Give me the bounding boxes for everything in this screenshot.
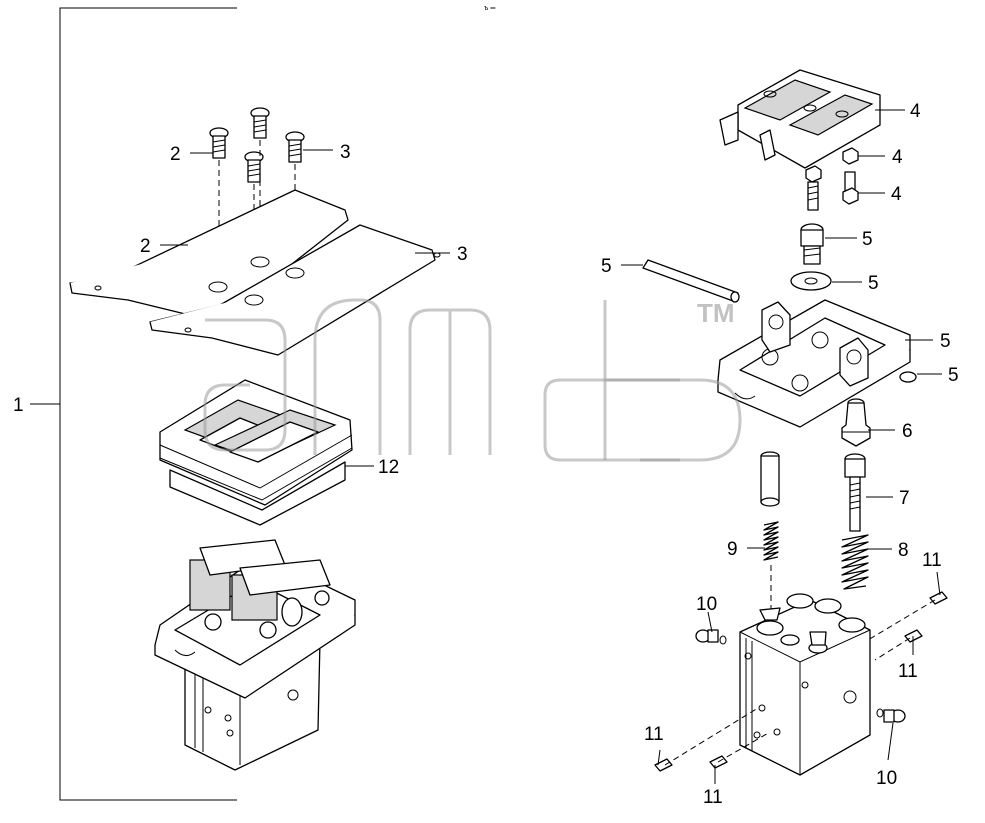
label-11-bottom: 11 — [703, 787, 723, 808]
top-mark: ъ ═ — [484, 5, 495, 12]
label-5-setscrew: 5 — [862, 229, 873, 250]
label-4-bracket: 4 — [910, 101, 921, 122]
label-4-nut: 4 — [892, 147, 903, 168]
fitting-10-right — [876, 708, 906, 723]
leader-lines — [160, 109, 942, 784]
screw-2 — [209, 127, 229, 159]
label-4-bolt: 4 — [891, 184, 902, 205]
label-6: 6 — [902, 421, 913, 442]
valve-body — [739, 593, 871, 776]
screw-3 — [285, 131, 305, 163]
label-11-left: 11 — [644, 724, 664, 745]
label-11-mid: 11 — [898, 661, 918, 682]
label-3-screw: 3 — [340, 142, 351, 163]
label-11-top: 11 — [922, 550, 942, 571]
cover-plate-3 — [149, 224, 441, 356]
label-2-screw: 2 — [170, 144, 181, 165]
cover-plate-2 — [69, 189, 349, 323]
label-12: 12 — [378, 457, 399, 478]
label-5-washer: 5 — [868, 273, 879, 294]
watermark-tm: TM — [697, 298, 735, 328]
guide-pin — [760, 451, 780, 507]
label-2-plate: 2 — [140, 236, 151, 257]
label-7: 7 — [899, 488, 910, 509]
label-5-pin: 5 — [601, 256, 612, 277]
assembled-valve — [154, 539, 356, 771]
upper-bracket — [719, 69, 881, 169]
screw-1 — [250, 107, 270, 139]
label-5-plate: 5 — [940, 331, 951, 352]
screw-4 — [244, 151, 264, 183]
pivot-pin — [642, 259, 740, 303]
watermark: TM — [203, 298, 742, 462]
label-5-oring: 5 — [948, 365, 959, 386]
assembly-bracket — [30, 7, 237, 801]
set-screw — [800, 223, 824, 265]
grub-screws — [654, 591, 948, 772]
top-plate — [717, 299, 911, 428]
label-3-plate: 3 — [457, 244, 468, 265]
bracket-fasteners — [805, 147, 859, 211]
fitting-10-left — [695, 629, 727, 645]
label-10-left: 10 — [696, 594, 717, 615]
large-spring — [841, 534, 869, 590]
label-8: 8 — [898, 540, 909, 561]
label-9: 9 — [727, 539, 738, 560]
label-1: 1 — [13, 395, 24, 416]
callout-labels: 1 2 3 2 3 12 4 4 4 5 5 5 5 5 6 7 8 9 10 … — [13, 101, 959, 808]
o-ring — [899, 371, 917, 383]
push-rod — [844, 453, 866, 532]
plunger-seal — [841, 398, 871, 447]
label-10-right: 10 — [876, 768, 897, 789]
small-spring — [763, 521, 779, 610]
rubber-boot — [159, 379, 353, 526]
washer — [790, 271, 832, 291]
